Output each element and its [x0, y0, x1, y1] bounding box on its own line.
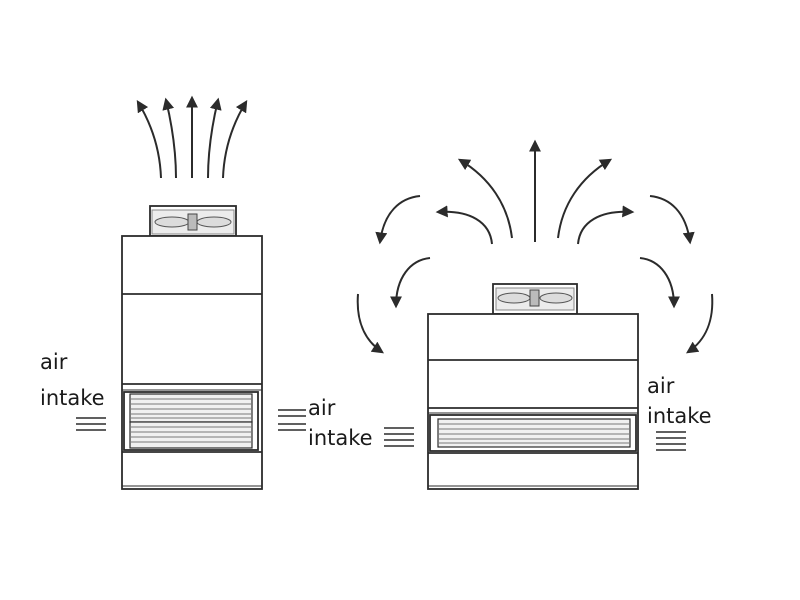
arrow-icon	[435, 205, 493, 245]
left-exhaust-arrows	[136, 95, 248, 179]
right-exhaust-arrows	[356, 139, 714, 354]
left-intake-marks	[76, 409, 306, 431]
arrow-icon	[375, 195, 421, 245]
left-intake-label-line1: air	[40, 350, 68, 374]
arrow-icon	[577, 205, 635, 245]
right-tower-body	[427, 313, 639, 490]
arrow-icon	[686, 293, 714, 354]
arrow-icon	[222, 99, 248, 179]
arrow-icon	[356, 293, 384, 354]
fan-icon	[497, 289, 573, 307]
right-intake-marks	[384, 427, 686, 451]
fan-icon	[154, 213, 232, 231]
left-tower-body	[121, 235, 263, 490]
left-intake-label-line2: intake	[40, 386, 105, 410]
arrow-icon	[457, 158, 513, 239]
arrow-icon	[162, 97, 177, 179]
center-intake-label-line1: air	[308, 396, 336, 420]
right-intake-label-line2: intake	[647, 404, 712, 428]
arrow-icon	[136, 99, 162, 179]
arrow-icon	[639, 257, 680, 309]
center-intake-label-line2: intake	[308, 426, 373, 450]
right-tower	[427, 283, 639, 490]
right-intake-label-line1: air	[647, 374, 675, 398]
arrow-icon	[207, 97, 222, 179]
arrow-icon	[390, 257, 431, 309]
arrow-icon	[649, 195, 695, 245]
arrow-icon	[557, 158, 613, 239]
left-tower	[121, 205, 263, 490]
